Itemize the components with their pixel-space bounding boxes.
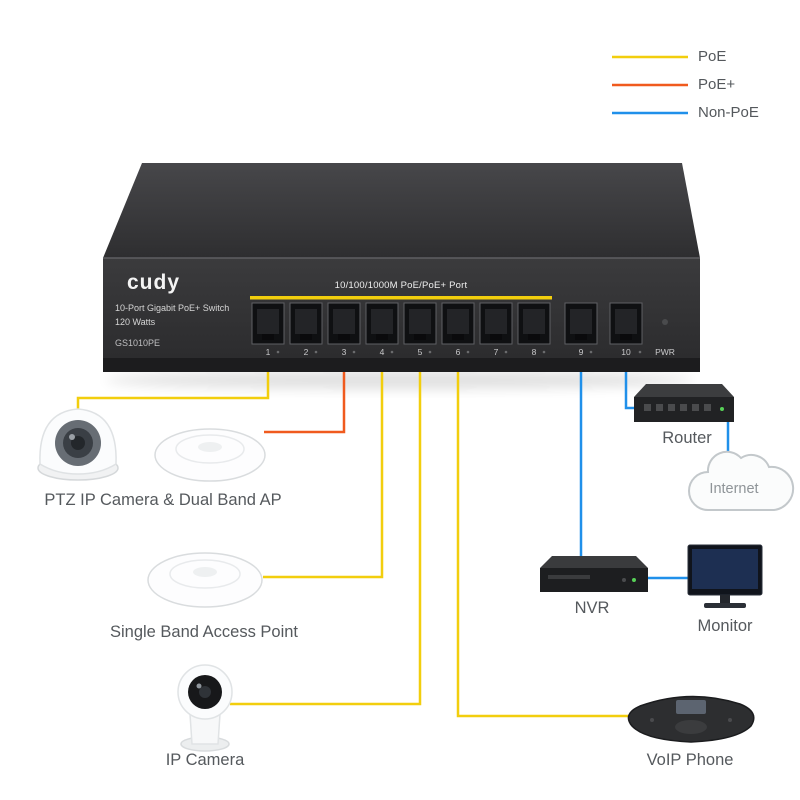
port-number-9: 9 — [578, 347, 584, 357]
port-8 — [517, 302, 551, 345]
internet-cloud — [688, 450, 795, 511]
port-9 — [564, 302, 598, 345]
rj45-ports — [251, 302, 643, 345]
port-number-3: 3 — [341, 347, 347, 357]
switch-top-face — [103, 163, 700, 258]
conn-switch-singleband-ap-poe — [263, 372, 384, 579]
switch-description: 10-Port Gigabit PoE+ Switch — [115, 303, 230, 313]
port-5 — [403, 302, 437, 345]
port-7 — [479, 302, 513, 345]
port-2 — [289, 302, 323, 345]
conn-switch-ip-camera-poe — [230, 372, 422, 706]
switch-port-group-label: 10/100/1000M PoE/PoE+ Port — [334, 280, 468, 291]
port-4 — [365, 302, 399, 345]
conn-switch-ptz-camera-poe — [76, 372, 270, 416]
label-router: Router — [662, 429, 712, 447]
router — [634, 384, 734, 422]
label-nvr: NVR — [574, 599, 610, 617]
port-number-4: 4 — [379, 347, 385, 357]
pwr-label: PWR — [655, 347, 675, 357]
port-1 — [251, 302, 285, 345]
singleband-ap — [147, 552, 263, 608]
switch-front-face — [103, 258, 700, 358]
connection-lines — [76, 372, 730, 718]
switch-shadow — [105, 371, 695, 389]
port-number-5: 5 — [417, 347, 423, 357]
port-number-2: 2 — [303, 347, 309, 357]
port-led-dots — [276, 350, 642, 354]
legend-label-poe: PoE — [698, 48, 727, 65]
switch-bottom-lip — [103, 358, 700, 372]
switch-body — [103, 163, 700, 372]
port-3 — [327, 302, 361, 345]
port-number-1: 1 — [265, 347, 271, 357]
voip-phone — [627, 695, 755, 743]
label-monitor: Monitor — [697, 617, 753, 635]
switch-brand-logo: cudy — [127, 271, 181, 294]
port-number-7: 7 — [493, 347, 499, 357]
poe-port-group-bar — [250, 296, 552, 300]
ip-camera — [177, 664, 233, 752]
ptz-camera — [37, 408, 119, 481]
label-singleband-ap: Single Band Access Point — [109, 623, 299, 641]
monitor — [687, 544, 763, 608]
label-voip-phone: VoIP Phone — [646, 751, 734, 769]
label-internet: Internet — [709, 481, 759, 497]
legend-label-poe-plus: PoE+ — [698, 76, 736, 93]
conn-switch-voip-phone-poe — [456, 372, 640, 718]
conn-switch-dualband-ap-poe-plus — [264, 372, 346, 434]
nvr — [540, 556, 648, 592]
legend-swatches — [612, 55, 688, 115]
port-10 — [609, 302, 643, 345]
port-number-6: 6 — [455, 347, 461, 357]
switch-wattage: 120 Watts — [115, 317, 156, 327]
label-ptz-camera-dualband-ap: PTZ IP Camera & Dual Band AP — [44, 491, 282, 509]
port-number-8: 8 — [531, 347, 537, 357]
label-ip-camera: IP Camera — [165, 751, 245, 769]
pwr-led — [662, 319, 668, 325]
dualband-ap — [154, 428, 266, 482]
port-6 — [441, 302, 475, 345]
legend-label-non-poe: Non-PoE — [698, 104, 759, 121]
switch-model: GS1010PE — [115, 338, 161, 348]
port-number-10: 10 — [621, 347, 631, 357]
